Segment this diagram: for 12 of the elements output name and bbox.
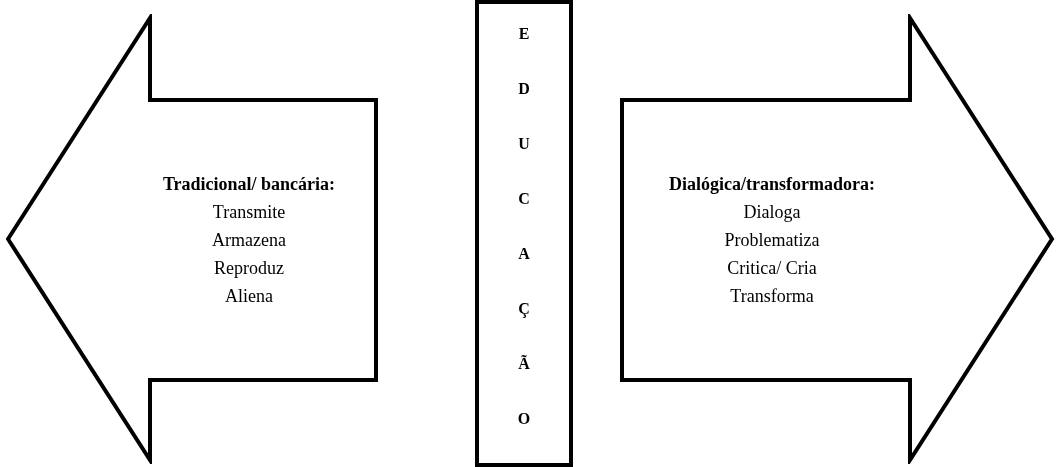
- list-item-text: Dialoga: [743, 201, 801, 224]
- vertical-text: EDUCAÇÃO: [516, 24, 532, 429]
- vertical-box: [475, 0, 573, 467]
- list-item-text: Armazena: [212, 229, 286, 252]
- list-item-text: Transmite: [212, 201, 286, 224]
- heading-text: Dialógica/transformadora:: [669, 173, 875, 196]
- list-item-text: Problematiza: [724, 229, 820, 252]
- heading-text: Tradicional/ bancária:: [162, 173, 336, 196]
- list-item-text: Reproduz: [214, 257, 284, 280]
- list-item-text: Critica/ Cria: [727, 257, 817, 280]
- list-item-text: Transforma: [730, 285, 814, 308]
- list-item-text: Aliena: [225, 285, 273, 308]
